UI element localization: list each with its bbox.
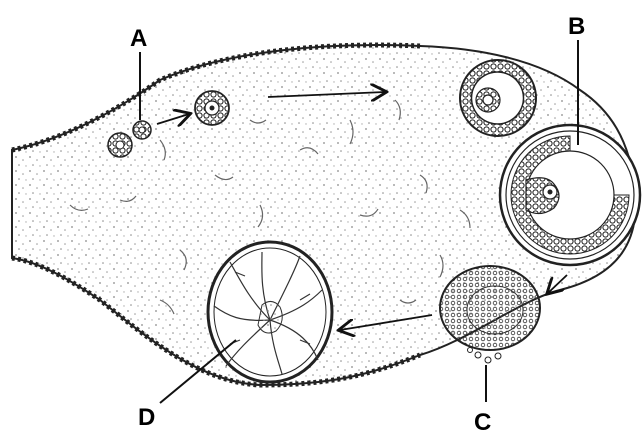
label-a: A — [130, 25, 147, 52]
mature-follicle — [500, 125, 640, 265]
ruptured-follicle — [440, 266, 540, 363]
primary-follicle — [195, 91, 229, 125]
label-b: B — [568, 13, 585, 40]
corpus-luteum — [208, 242, 332, 382]
label-d: D — [138, 404, 155, 431]
label-c: C — [474, 409, 491, 435]
secondary-follicle — [460, 60, 536, 136]
